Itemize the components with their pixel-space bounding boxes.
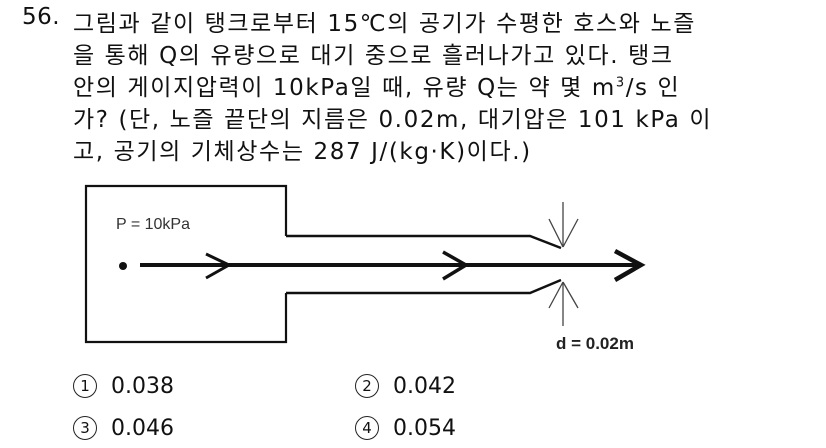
- question-line-4: 가? (단, 노즐 끝단의 지름은 0.02m, 대기압은 101 kPa 이: [73, 107, 713, 133]
- option-2-value: 0.042: [393, 374, 456, 399]
- flow-chevron-icon: [205, 252, 233, 280]
- option-1[interactable]: 1 0.038: [73, 374, 174, 399]
- diameter-arrow-bottom-icon: [548, 281, 579, 326]
- diameter-arrow-top-icon: [548, 202, 579, 248]
- question-line-3: 안의 게이지압력이 10kPa일 때, 유량 Q는 약 몇 m3/s 인: [73, 68, 680, 102]
- flow-arrowhead-icon: [613, 249, 646, 282]
- option-2-mark: 2: [355, 374, 379, 398]
- diameter-label: d = 0.02m: [556, 334, 634, 353]
- hose-outline: [286, 234, 562, 295]
- option-4-mark: 4: [355, 416, 379, 440]
- question-line-3-text: 안의 게이지압력이 10kPa일 때, 유량 Q는 약 몇 m: [73, 75, 616, 101]
- option-3[interactable]: 3 0.046: [73, 416, 174, 441]
- option-1-mark: 1: [73, 374, 97, 398]
- unit-superscript: 3: [615, 75, 626, 91]
- option-4[interactable]: 4 0.054: [355, 416, 456, 441]
- question-line-2: 을 통해 Q의 유량으로 대기 중으로 흘러나가고 있다. 탱크: [73, 43, 674, 69]
- option-3-value: 0.046: [111, 416, 174, 441]
- tank-outline: [84, 184, 288, 344]
- question-number: 56.: [22, 4, 61, 30]
- question-line-1: 그림과 같이 탱크로부터 15℃의 공기가 수평한 호스와 노즐: [73, 11, 696, 37]
- option-1-value: 0.038: [111, 374, 174, 399]
- option-2[interactable]: 2 0.042: [355, 374, 456, 399]
- question-line-3-tail: /s 인: [625, 75, 681, 101]
- start-dot-icon: [119, 262, 127, 270]
- flow-chevron-icon: [442, 250, 470, 281]
- pressure-label: P = 10kPa: [116, 216, 190, 233]
- question-line-5: 고, 공기의 기체상수는 287 J/(kg·K)이다.): [73, 139, 532, 165]
- option-4-value: 0.054: [393, 416, 456, 441]
- option-3-mark: 3: [73, 416, 97, 440]
